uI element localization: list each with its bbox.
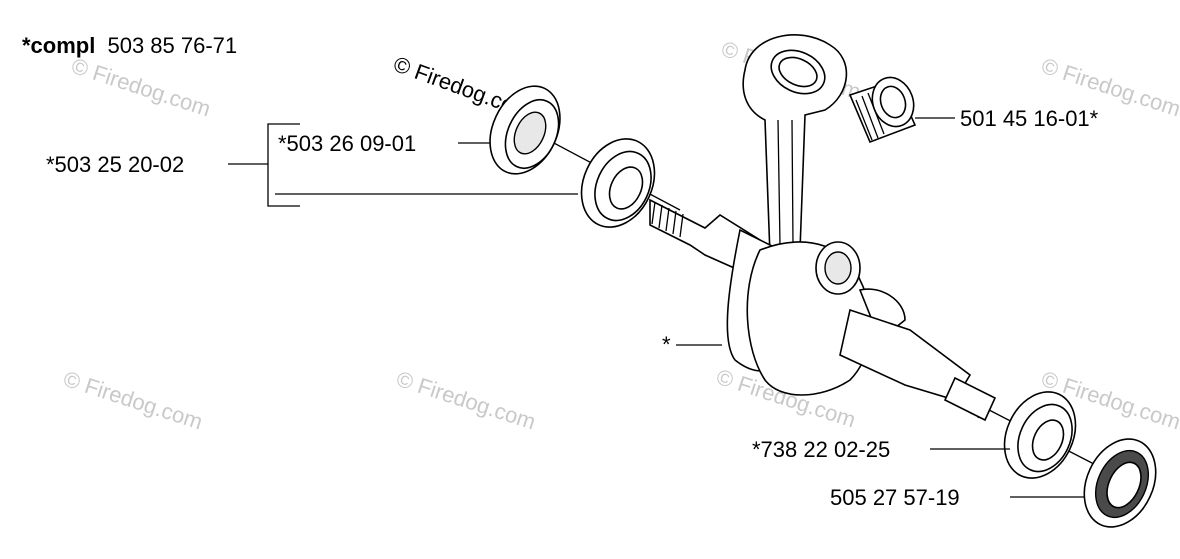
assembly-title: *compl 503 85 76-71 [22,33,237,58]
callout-bearing-right: *738 22 02-25 [752,437,890,462]
crankshaft-right-shaft [839,308,997,422]
assembly-part-number: 503 85 76-71 [107,33,237,58]
callout-bearing-kit: *503 25 20-02 [46,152,184,177]
oil-seal-left [489,85,561,175]
callout-seal-right: 505 27 57-19 [830,485,960,510]
oil-seal-right [1083,438,1157,528]
watermark: © Firedog.com [60,366,205,434]
needle-bearing [848,76,917,144]
callout-seal-left: *503 26 09-01 [278,131,416,156]
watermark: © Firedog.com [68,53,213,121]
connecting-rod [742,34,848,256]
crankshaft-webs [726,228,906,396]
ball-bearing-right [1003,391,1077,479]
bracket-bearing-kit [267,123,300,207]
ball-bearing-left [580,138,656,228]
assembly-prefix: *compl [22,33,95,58]
watermark-group: © Firedog.com © Firedog.com © Firedog.co… [60,36,1180,434]
watermark: © Firedog.com [393,366,538,434]
callout-needle-bearing: 501 45 16-01* [960,106,1099,131]
callout-crankshaft: * [662,332,671,357]
